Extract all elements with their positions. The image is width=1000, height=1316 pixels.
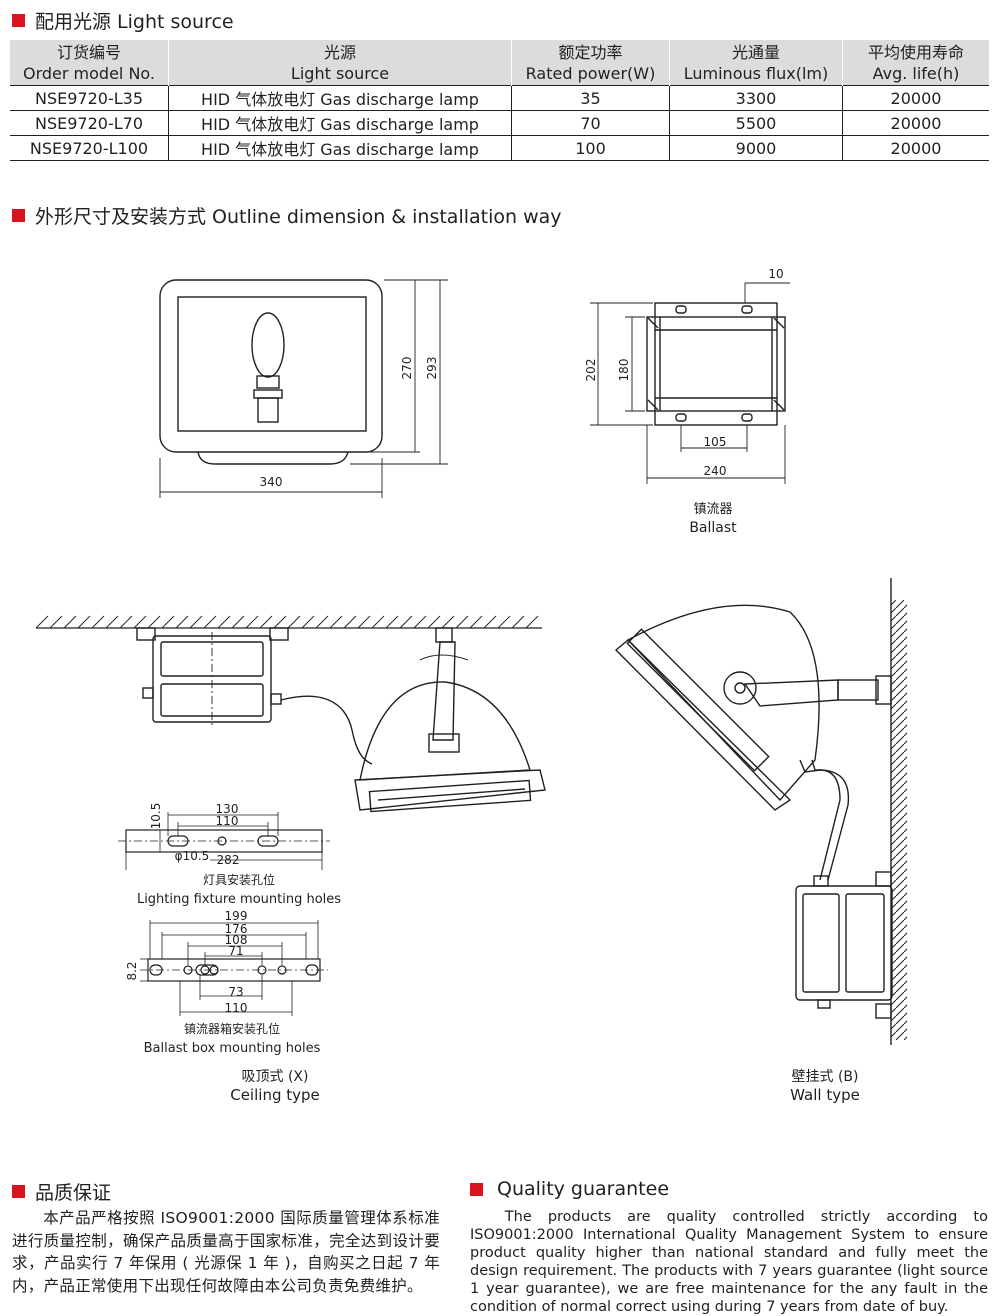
section-title: Quality guarantee: [497, 1178, 670, 1200]
quality-text-en: The products are quality controlled stri…: [470, 1209, 988, 1315]
bb-label-en: Ballast box mounting holes: [144, 1041, 321, 1056]
cell-model: NSE9720-L70: [10, 110, 169, 136]
technical-drawings: 340 270 293 10 202 180 105 240 镇流器 Balla…: [35, 267, 907, 1104]
cell-power: 35: [511, 85, 670, 111]
fixture-front-view: [159, 279, 383, 465]
ceiling-luminaire: [354, 627, 546, 813]
red-square-icon: [12, 14, 25, 27]
cell-power: 100: [511, 135, 670, 161]
table-row: NSE9720-L70 HID 气体放电灯 Gas discharge lamp…: [10, 110, 989, 136]
fixture-dimensions: [159, 279, 448, 498]
dim-fixture-width: 340: [260, 475, 283, 489]
ballast-dimensions: [590, 282, 790, 484]
table-row: NSE9720-L35 HID 气体放电灯 Gas discharge lamp…: [10, 85, 989, 111]
dim-lf-2: 130: [216, 802, 239, 816]
dim-ballast-top: 10: [768, 267, 783, 281]
cell-power: 70: [511, 110, 670, 136]
wall-ballast-box: [795, 871, 893, 1019]
lf-label-en: Lighting fixture mounting holes: [137, 892, 341, 907]
ceiling-ballast-box: [136, 627, 373, 765]
cell-life: 20000: [842, 85, 989, 111]
ceiling-label-en: Ceiling type: [230, 1086, 320, 1104]
dim-bb-5: 8.2: [125, 961, 139, 980]
section-heading-quality-en: Quality guarantee: [470, 1178, 669, 1200]
dim-lf-4: φ10.5: [175, 849, 210, 863]
section-title: 外形尺寸及安装方式 Outline dimension & installati…: [35, 206, 562, 228]
red-square-icon: [12, 1185, 25, 1198]
dim-fixture-h1: 270: [400, 357, 414, 380]
ballast-view: [646, 302, 786, 426]
dim-lf-3: 110: [216, 814, 239, 828]
table-row: NSE9720-L100 HID 气体放电灯 Gas discharge lam…: [10, 135, 989, 161]
dim-bb-4: 71: [228, 944, 243, 958]
bb-label-cn: 镇流器箱安装孔位: [184, 1021, 280, 1036]
dim-ballast-w2: 240: [704, 464, 727, 478]
quality-text-cn: 本产品严格按照 ISO9001:2000 国际质量管理体系标准进行质量控制，确保…: [12, 1209, 440, 1295]
wall-luminaire: [614, 604, 892, 881]
cell-source: HID 气体放电灯 Gas discharge lamp: [168, 85, 512, 111]
dim-lf-1: 10.5: [149, 803, 163, 830]
cell-source: HID 气体放电灯 Gas discharge lamp: [168, 110, 512, 136]
lf-mounting-plate: [118, 812, 330, 870]
cell-model: NSE9720-L100: [10, 135, 169, 161]
ceiling-label-cn: 吸顶式 (X): [242, 1069, 309, 1085]
section-heading-quality-cn: 品质保证: [12, 1178, 111, 1205]
section-title: 配用光源 Light source: [35, 11, 234, 33]
section-heading-light-source: 配用光源 Light source: [12, 7, 234, 34]
ballast-label-en: Ballast: [689, 520, 737, 536]
cell-life: 20000: [842, 110, 989, 136]
dim-ballast-h1: 202: [584, 359, 598, 382]
wall-label-en: Wall type: [790, 1086, 860, 1104]
dim-bb-6: 73: [228, 985, 243, 999]
dim-ballast-w1: 105: [704, 435, 727, 449]
cell-flux: 3300: [669, 85, 843, 111]
red-square-icon: [470, 1182, 483, 1196]
dim-bb-7: 110: [225, 1001, 248, 1015]
bb-mounting-plate: [140, 920, 328, 1016]
dim-ballast-h2: 180: [617, 359, 631, 382]
cell-source: HID 气体放电灯 Gas discharge lamp: [168, 135, 512, 161]
cell-life: 20000: [842, 135, 989, 161]
cell-flux: 5500: [669, 110, 843, 136]
wall-surface: [890, 578, 907, 1045]
dim-lf-5: 282: [217, 853, 240, 867]
section-title: 品质保证: [35, 1182, 112, 1204]
cell-flux: 9000: [669, 135, 843, 161]
dim-bb-2: 176: [225, 922, 248, 936]
dim-bb-1: 199: [225, 909, 248, 923]
ballast-label-cn: 镇流器: [693, 502, 732, 517]
dim-fixture-h2: 293: [425, 357, 439, 380]
red-square-icon: [12, 209, 25, 222]
dim-bb-3: 108: [225, 933, 248, 947]
ceiling-surface: [35, 615, 542, 629]
cell-model: NSE9720-L35: [10, 85, 169, 111]
wall-label-cn: 壁挂式 (B): [792, 1069, 859, 1085]
lf-label-cn: 灯具安装孔位: [203, 872, 275, 887]
section-heading-outline: 外形尺寸及安装方式 Outline dimension & installati…: [12, 202, 562, 229]
